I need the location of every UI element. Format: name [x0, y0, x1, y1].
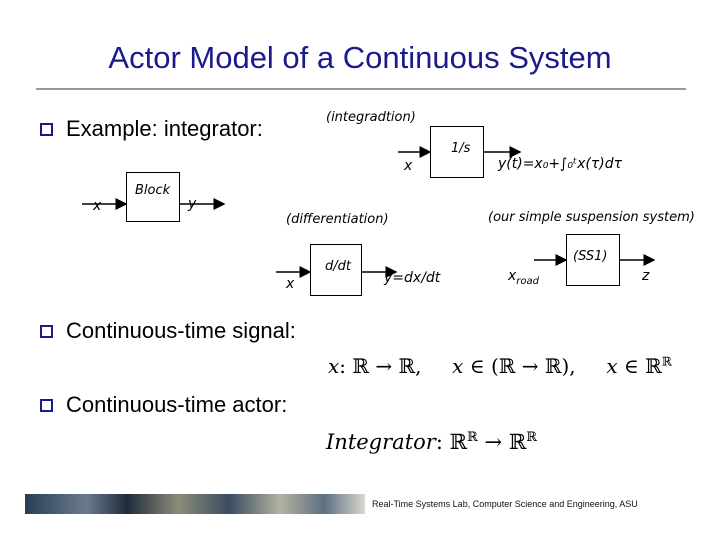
signal-var-2: x: [452, 354, 464, 378]
signal-type-1: : ℝ → ℝ,: [339, 354, 422, 378]
differentiator-input-label: x: [286, 276, 295, 292]
checkbox-bullet-icon: [40, 122, 53, 136]
suspension-input-label: xroad: [508, 268, 539, 287]
suspension-input-var: x: [508, 268, 517, 284]
footer-text: Real-Time Systems Lab, Computer Science …: [372, 499, 638, 509]
actor-colon: :: [435, 430, 443, 454]
bullet-signal: Continuous-time signal:: [40, 318, 296, 344]
actor-formula: Integrator: ℝℝ → ℝℝ: [326, 430, 537, 454]
integrator-block-label: 1/s: [451, 141, 471, 156]
actor-domain-exp: ℝ: [467, 430, 478, 445]
actor-codomain-exp: ℝ: [526, 430, 538, 445]
suspension-output-label: z: [642, 268, 650, 284]
block-input-label: x: [93, 198, 102, 214]
bullet-example-text: Example: integrator:: [66, 116, 263, 141]
signal-type-3: ∈ ℝ: [624, 354, 662, 378]
integrator-input-label: x: [404, 158, 413, 174]
actor-name: Integrator: [326, 430, 436, 454]
differentiator-block-label: d/dt: [325, 259, 351, 274]
block-output-label: y: [188, 196, 197, 212]
footer-banner-image: [25, 494, 365, 514]
signal-type-2: ∈ (ℝ → ℝ),: [469, 354, 576, 378]
differentiator-output-label: y=dx/dt: [384, 270, 441, 286]
checkbox-bullet-icon: [40, 324, 53, 338]
suspension-block-label: (SS1): [573, 249, 608, 264]
slide-title: Actor Model of a Continuous System: [108, 40, 612, 75]
suspension-input-subscript: road: [516, 275, 540, 287]
title-divider: [36, 88, 686, 90]
integrator-block: 1/s: [430, 126, 484, 178]
differentiator-block: d/dt: [310, 244, 362, 296]
integrator-output-label: y(t)=x₀+∫₀ᵗx(τ)dτ: [498, 156, 623, 172]
actor-domain: ℝ: [449, 430, 468, 454]
signal-formula: x: ℝ → ℝ, x ∈ (ℝ → ℝ), x ∈ ℝℝ: [328, 354, 672, 378]
signal-exponent: ℝ: [661, 354, 672, 369]
bullet-signal-text: Continuous-time signal:: [66, 318, 296, 343]
integration-caption: (integradtion): [326, 110, 416, 125]
bullet-example: Example: integrator:: [40, 116, 263, 142]
bullet-actor-text: Continuous-time actor:: [66, 392, 288, 417]
differentiation-caption: (differentiation): [286, 212, 389, 227]
generic-block-label: Block: [135, 183, 171, 198]
suspension-caption: (our simple suspension system): [488, 210, 695, 225]
actor-codomain: ℝ: [508, 430, 527, 454]
signal-var-3: x: [606, 354, 618, 378]
checkbox-bullet-icon: [40, 398, 53, 412]
signal-var-1: x: [328, 354, 340, 378]
bullet-actor: Continuous-time actor:: [40, 392, 287, 418]
actor-arrow: →: [484, 430, 503, 454]
suspension-block: (SS1): [566, 234, 620, 286]
generic-block: Block: [126, 172, 180, 222]
